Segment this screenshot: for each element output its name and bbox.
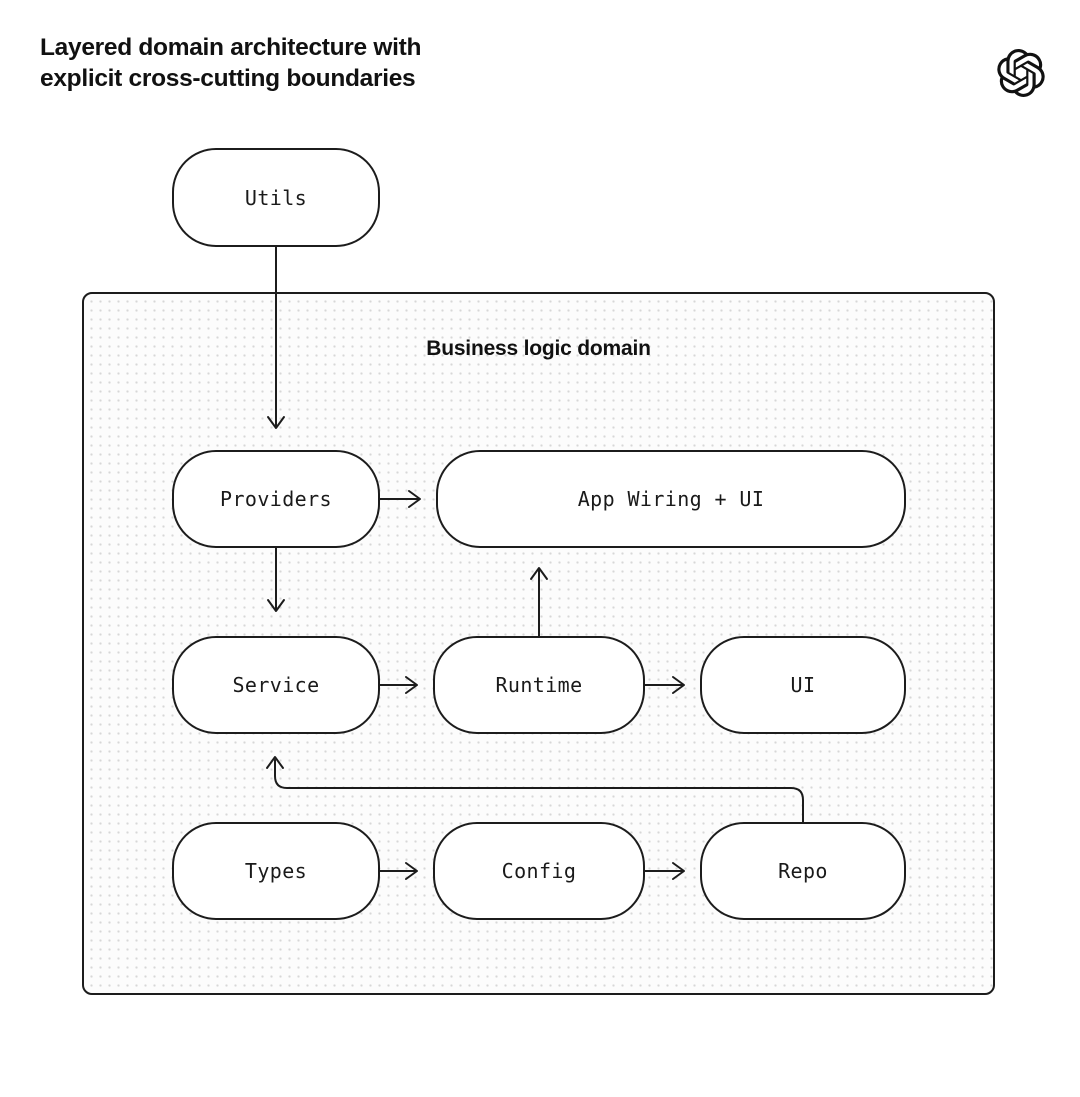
node-app-wiring-ui-label: App Wiring + UI: [577, 487, 765, 511]
node-runtime: Runtime: [433, 636, 645, 734]
node-service-label: Service: [232, 673, 320, 697]
node-repo-label: Repo: [778, 859, 828, 883]
node-config: Config: [433, 822, 645, 920]
page-title: Layered domain architecture with explici…: [40, 32, 421, 94]
node-utils: Utils: [172, 148, 380, 247]
node-types: Types: [172, 822, 380, 920]
page-title-line-1: Layered domain architecture with: [40, 34, 422, 61]
node-ui: UI: [700, 636, 906, 734]
node-service: Service: [172, 636, 380, 734]
node-config-label: Config: [501, 859, 577, 883]
node-repo: Repo: [700, 822, 906, 920]
business-logic-domain-label: Business logic domain: [426, 337, 651, 360]
node-utils-label: Utils: [244, 185, 308, 210]
page-title-line-2: explicit cross-cutting boundaries: [40, 65, 416, 92]
node-providers-label: Providers: [220, 487, 332, 511]
node-ui-label: UI: [790, 673, 816, 697]
node-types-label: Types: [244, 859, 308, 883]
node-runtime-label: Runtime: [495, 673, 583, 697]
openai-logo-icon: [997, 49, 1045, 97]
node-providers: Providers: [172, 450, 380, 548]
node-app-wiring-ui: App Wiring + UI: [436, 450, 906, 548]
